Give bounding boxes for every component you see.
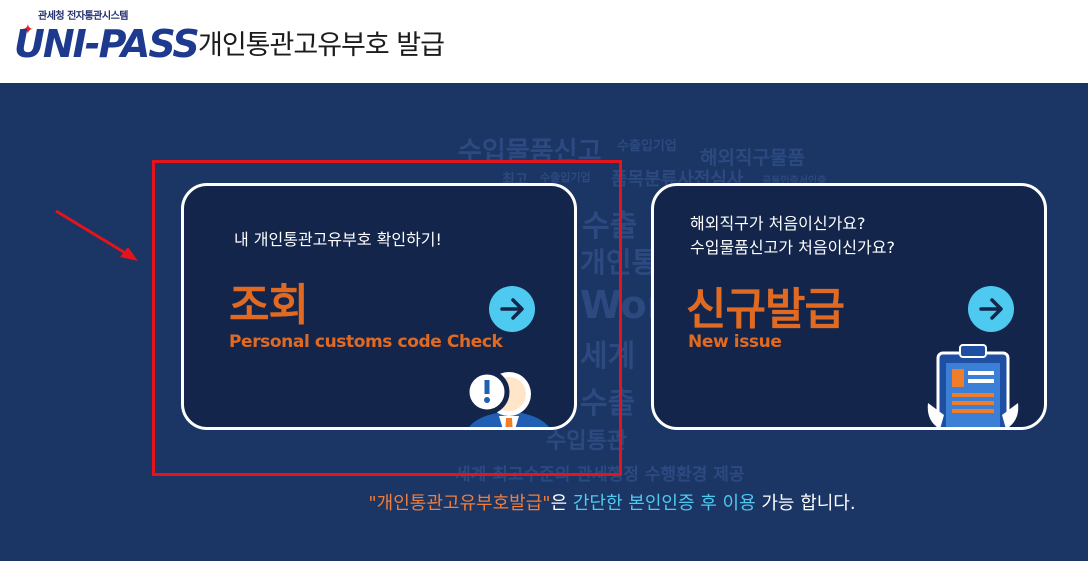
issue-question-line2: 수입물품신고가 처음이신가요? (690, 238, 895, 257)
bg-word: 수출입기업 (540, 171, 591, 184)
notice-highlight: 간단한 본인인증 후 이용 (572, 493, 756, 514)
logo-subtitle: 관세청 전자통관시스템 (38, 11, 128, 22)
bg-word: 공동인증서인증 (762, 176, 827, 187)
bg-word: 해외직구물품 (700, 147, 805, 169)
notice-text: "개인통관고유부호발급"은 간단한 본인인증 후 이용 가능 합니다. (0, 492, 1088, 516)
lookup-card[interactable]: 내 개인통관고유부호 확인하기! 조회 Personal customs cod… (181, 183, 577, 430)
bg-word: 세계 (580, 339, 636, 374)
highlight-box (152, 160, 622, 476)
notice-quote: "개인통관고유부호발급" (368, 493, 551, 514)
bg-word: 수입통관 (546, 429, 627, 454)
issue-question-line1: 해외직구가 처음이신가요? (690, 214, 866, 233)
bg-word: 수출 (580, 386, 636, 421)
header: 관세청 전자통관시스템 ✦ UNI-PASS 개인통관고유부호 발급 (0, 0, 1088, 83)
star-icon: ✦ (22, 22, 34, 38)
issue-subtitle: New issue (688, 332, 782, 352)
bg-word: 수출 (582, 209, 638, 244)
main-area: 수입물품신고 수출입기업 해외직구물품 최고 수출입기업 품목분류사전심사 공동… (0, 83, 1088, 561)
unipass-logo[interactable]: 관세청 전자통관시스템 ✦ UNI-PASS (14, 6, 200, 70)
magnifier-person-icon (448, 369, 549, 427)
lookup-title: 조회 (229, 280, 309, 331)
lookup-arrow-button[interactable] (489, 286, 535, 332)
pointer-arrow-icon (55, 209, 138, 261)
clipboard-icon (927, 344, 1019, 427)
arrow-right-icon (500, 298, 524, 320)
lookup-question: 내 개인통관고유부호 확인하기! (234, 230, 442, 249)
page-title: 개인통관고유부호 발급 (198, 30, 445, 61)
bg-word: 수출입기업 (617, 139, 677, 154)
notice-particle: 은 (550, 493, 573, 514)
lookup-subtitle: Personal customs code Check (229, 332, 503, 352)
new-issue-card[interactable]: 해외직구가 처음이신가요? 수입물품신고가 처음이신가요? 신규발급 New i… (651, 183, 1047, 430)
logo-text: UNI-PASS (14, 22, 200, 66)
arrow-right-icon (979, 298, 1003, 320)
issue-title: 신규발급 (686, 284, 845, 335)
issue-arrow-button[interactable] (968, 286, 1014, 332)
notice-tail: 가능 합니다. (755, 493, 856, 514)
